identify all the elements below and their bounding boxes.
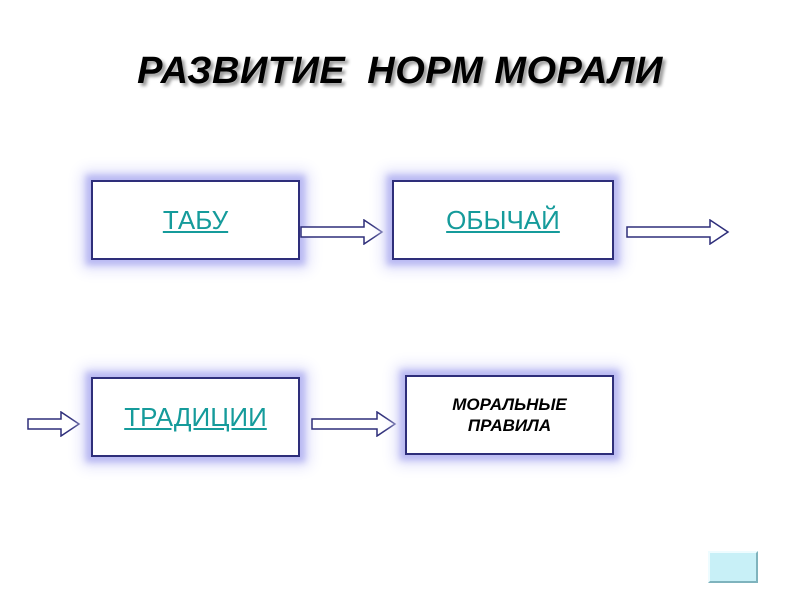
- link-obychai[interactable]: ОБЫЧАЙ: [446, 204, 560, 235]
- arrow-tabu-to-obychai-icon: [300, 219, 384, 245]
- moralnye-pravila-line2: ПРАВИЛА: [467, 416, 552, 435]
- arrow-traditsii-to-moralnye-icon: [311, 411, 397, 437]
- arrow-obychai-continue-icon: [626, 219, 730, 245]
- arrow-into-traditsii-icon: [27, 411, 81, 437]
- node-moralnye-pravila: МОРАЛЬНЫЕ ПРАВИЛА: [405, 375, 614, 455]
- link-traditsii[interactable]: ТРАДИЦИИ: [124, 401, 267, 432]
- moralnye-pravila-line1: МОРАЛЬНЫЕ: [452, 395, 567, 414]
- nav-action-button[interactable]: [708, 551, 758, 583]
- node-obychai: ОБЫЧАЙ: [392, 180, 614, 260]
- link-tabu[interactable]: ТАБУ: [162, 204, 229, 235]
- moralnye-pravila-label: МОРАЛЬНЫЕ ПРАВИЛА: [452, 394, 566, 436]
- page-title: РАЗВИТИЕ НОРМ МОРАЛИ: [137, 50, 663, 92]
- node-traditsii: ТРАДИЦИИ: [91, 377, 300, 457]
- node-tabu: ТАБУ: [91, 180, 300, 260]
